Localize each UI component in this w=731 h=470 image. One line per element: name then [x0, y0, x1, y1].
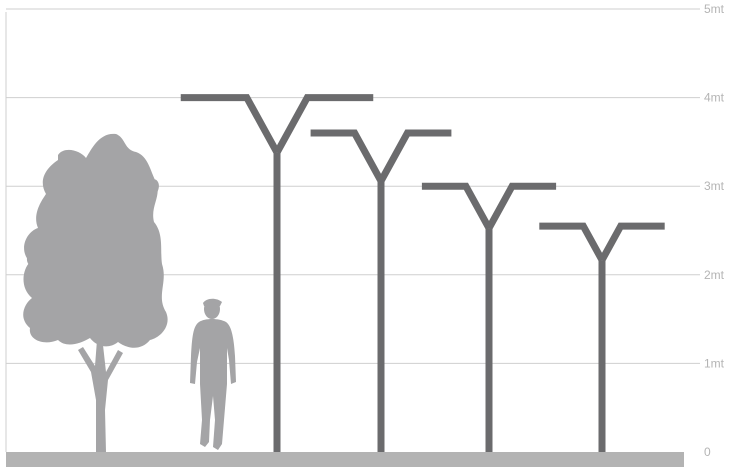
scale-label-5: 5mt [704, 2, 725, 16]
lamp-post-3-right-arm [485, 182, 557, 230]
lamp-post-3-left-arm [421, 182, 493, 230]
lamp-post-2 [310, 129, 452, 452]
lamp-post-3 [421, 182, 557, 452]
scale-label-1: 1mt [704, 356, 725, 370]
height-scale-labels: 0 1mt 2mt 3mt 4mt 5mt [704, 2, 725, 459]
lamp-post-1 [180, 94, 374, 452]
scale-label-3: 3mt [704, 179, 725, 193]
lamp-posts [180, 94, 665, 452]
lamp-post-1-left-arm [180, 94, 281, 155]
lamp-post-4-left-arm [539, 222, 606, 262]
lamp-post-1-right-arm [273, 94, 374, 155]
scale-label-0: 0 [704, 445, 711, 459]
lamp-post-4-right-arm [598, 222, 665, 262]
scale-label-2: 2mt [704, 268, 725, 282]
lamp-post-2-right-arm [377, 129, 452, 183]
tree-icon [23, 133, 168, 452]
scale-label-4: 4mt [704, 91, 725, 105]
lamp-post-4 [539, 222, 665, 452]
ground-strip [6, 452, 684, 467]
person-icon [190, 298, 236, 450]
lamp-post-2-left-arm [310, 129, 385, 183]
